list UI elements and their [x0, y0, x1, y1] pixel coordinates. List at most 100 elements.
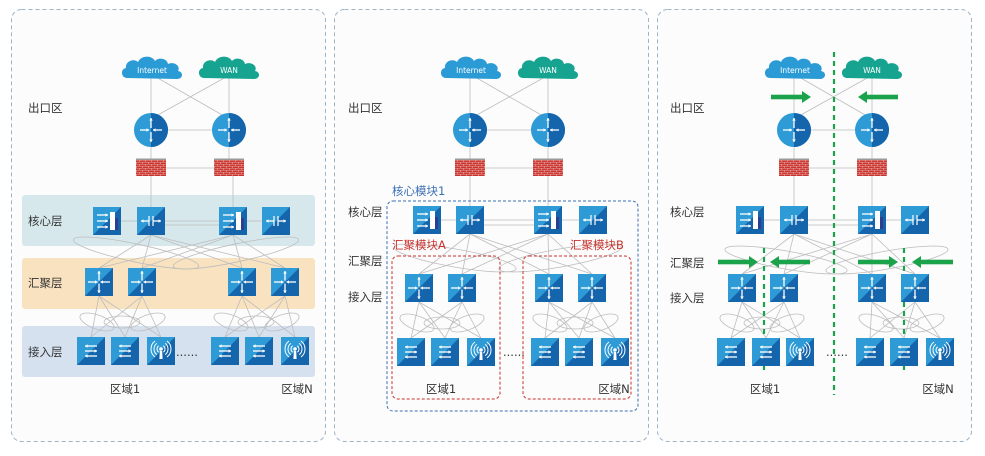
link-bundle-ellipse	[130, 312, 166, 332]
wireless-ap-icon[interactable]	[601, 338, 629, 366]
wireless-ap-icon[interactable]	[467, 338, 495, 366]
l3-switch-icon[interactable]	[780, 206, 808, 234]
access-switch-icon[interactable]	[77, 337, 105, 365]
access-switch-icon[interactable]	[531, 338, 559, 366]
arrow-head	[870, 218, 873, 222]
device-shade	[137, 207, 165, 235]
access-layer-label: 接入层	[670, 291, 705, 305]
access-switch-icon[interactable]	[111, 337, 139, 365]
arrow-head	[792, 118, 796, 121]
link-bundle-ellipse	[583, 313, 619, 333]
agg-switch-icon[interactable]	[535, 274, 563, 302]
router-icon[interactable]	[453, 113, 487, 147]
core-layer-label: 核心层	[28, 214, 63, 228]
wireless-ap-icon[interactable]	[786, 338, 814, 366]
access-switch-icon[interactable]	[565, 338, 593, 366]
access-switch-icon[interactable]	[211, 337, 239, 365]
link-bundle-ellipse	[423, 316, 461, 330]
arrow-head	[873, 286, 876, 290]
link-line	[741, 301, 767, 339]
firewall-wall	[533, 160, 563, 176]
arrow-head	[770, 256, 779, 268]
arrow-head	[149, 118, 153, 121]
ap-wave	[484, 344, 489, 356]
l3-switch-icon[interactable]	[137, 207, 165, 235]
agg-switch-icon[interactable]	[858, 274, 886, 302]
ap-wave	[942, 346, 945, 354]
agg-switch-icon[interactable]	[405, 274, 433, 302]
agg-switch-icon[interactable]	[271, 268, 299, 296]
access-switch-icon[interactable]	[856, 338, 884, 366]
core-switch-icon[interactable]	[219, 207, 247, 235]
link-line	[591, 301, 616, 339]
agg-switch-icon[interactable]	[578, 274, 606, 302]
agg-switch-icon[interactable]	[448, 274, 476, 302]
arrow-head	[905, 218, 908, 222]
arrow-head	[588, 286, 591, 290]
ap-wave	[607, 344, 612, 356]
core-switch-icon[interactable]	[413, 206, 441, 234]
router-icon[interactable]	[134, 113, 168, 147]
agg-module-b-label: 汇聚模块B	[570, 238, 624, 252]
arrow-head	[864, 345, 867, 349]
arrow-head	[748, 224, 751, 228]
arrow-head	[870, 139, 874, 142]
arrow-head	[547, 277, 551, 280]
arrow-head	[100, 280, 103, 284]
internet-cloud-icon[interactable]: Internet	[764, 56, 826, 79]
agg-switch-icon[interactable]	[228, 268, 256, 296]
l3-switch-icon[interactable]	[456, 206, 484, 234]
link-line	[150, 234, 286, 269]
l3-switch-icon[interactable]	[579, 206, 607, 234]
egress-zone-label: 出口区	[670, 101, 705, 115]
internet-cloud-icon[interactable]: Internet	[440, 56, 502, 79]
arrow-head	[785, 286, 788, 290]
ap-wave	[483, 346, 486, 354]
arrow-head	[734, 350, 737, 354]
core-module-box	[386, 200, 639, 412]
core-switch-icon[interactable]	[736, 206, 764, 234]
access-switch-icon[interactable]	[717, 338, 745, 366]
wan-cloud-icon[interactable]: WAN	[517, 56, 579, 79]
device-shade	[728, 274, 756, 302]
arrow-shaft	[718, 259, 749, 265]
router-icon[interactable]	[212, 113, 246, 147]
link-bundle-ellipse	[103, 315, 141, 329]
core-switch-icon[interactable]	[858, 206, 886, 234]
access-switch-icon[interactable]	[431, 338, 459, 366]
link-line	[418, 301, 482, 339]
router-icon[interactable]	[855, 113, 889, 147]
arrow-head	[85, 344, 88, 348]
ap-wave	[298, 343, 303, 355]
access-switch-icon[interactable]	[245, 337, 273, 365]
wireless-ap-icon[interactable]	[281, 337, 309, 365]
arrow-head	[547, 296, 551, 299]
link-bundle-ellipse	[825, 245, 949, 275]
core-layer-label: 核心层	[348, 205, 383, 219]
access-switch-icon[interactable]	[397, 338, 425, 366]
router-icon[interactable]	[531, 113, 565, 147]
core-switch-icon[interactable]	[93, 207, 121, 235]
agg-switch-icon[interactable]	[728, 274, 756, 302]
wan-cloud-icon[interactable]: WAN	[841, 56, 903, 79]
arrow-head	[545, 286, 548, 290]
link-line	[461, 233, 471, 275]
wireless-ap-icon[interactable]	[926, 338, 954, 366]
arrow-head	[868, 286, 871, 290]
core-switch-icon[interactable]	[534, 206, 562, 234]
agg-switch-icon[interactable]	[85, 268, 113, 296]
l3-switch-icon[interactable]	[901, 206, 929, 234]
wireless-ap-icon[interactable]	[147, 337, 175, 365]
router-icon[interactable]	[777, 113, 811, 147]
access-switch-icon[interactable]	[752, 338, 780, 366]
wan-cloud-icon[interactable]: WAN	[198, 56, 260, 79]
agg-switch-icon[interactable]	[901, 274, 929, 302]
arrow-head	[543, 128, 546, 132]
access-switch-icon[interactable]	[890, 338, 918, 366]
agg-switch-icon[interactable]	[770, 274, 798, 302]
ap-dot	[159, 347, 163, 351]
l3-switch-icon[interactable]	[262, 207, 290, 235]
arrow-head	[796, 128, 799, 132]
agg-switch-icon[interactable]	[128, 268, 156, 296]
internet-cloud-icon[interactable]: Internet	[121, 56, 183, 79]
